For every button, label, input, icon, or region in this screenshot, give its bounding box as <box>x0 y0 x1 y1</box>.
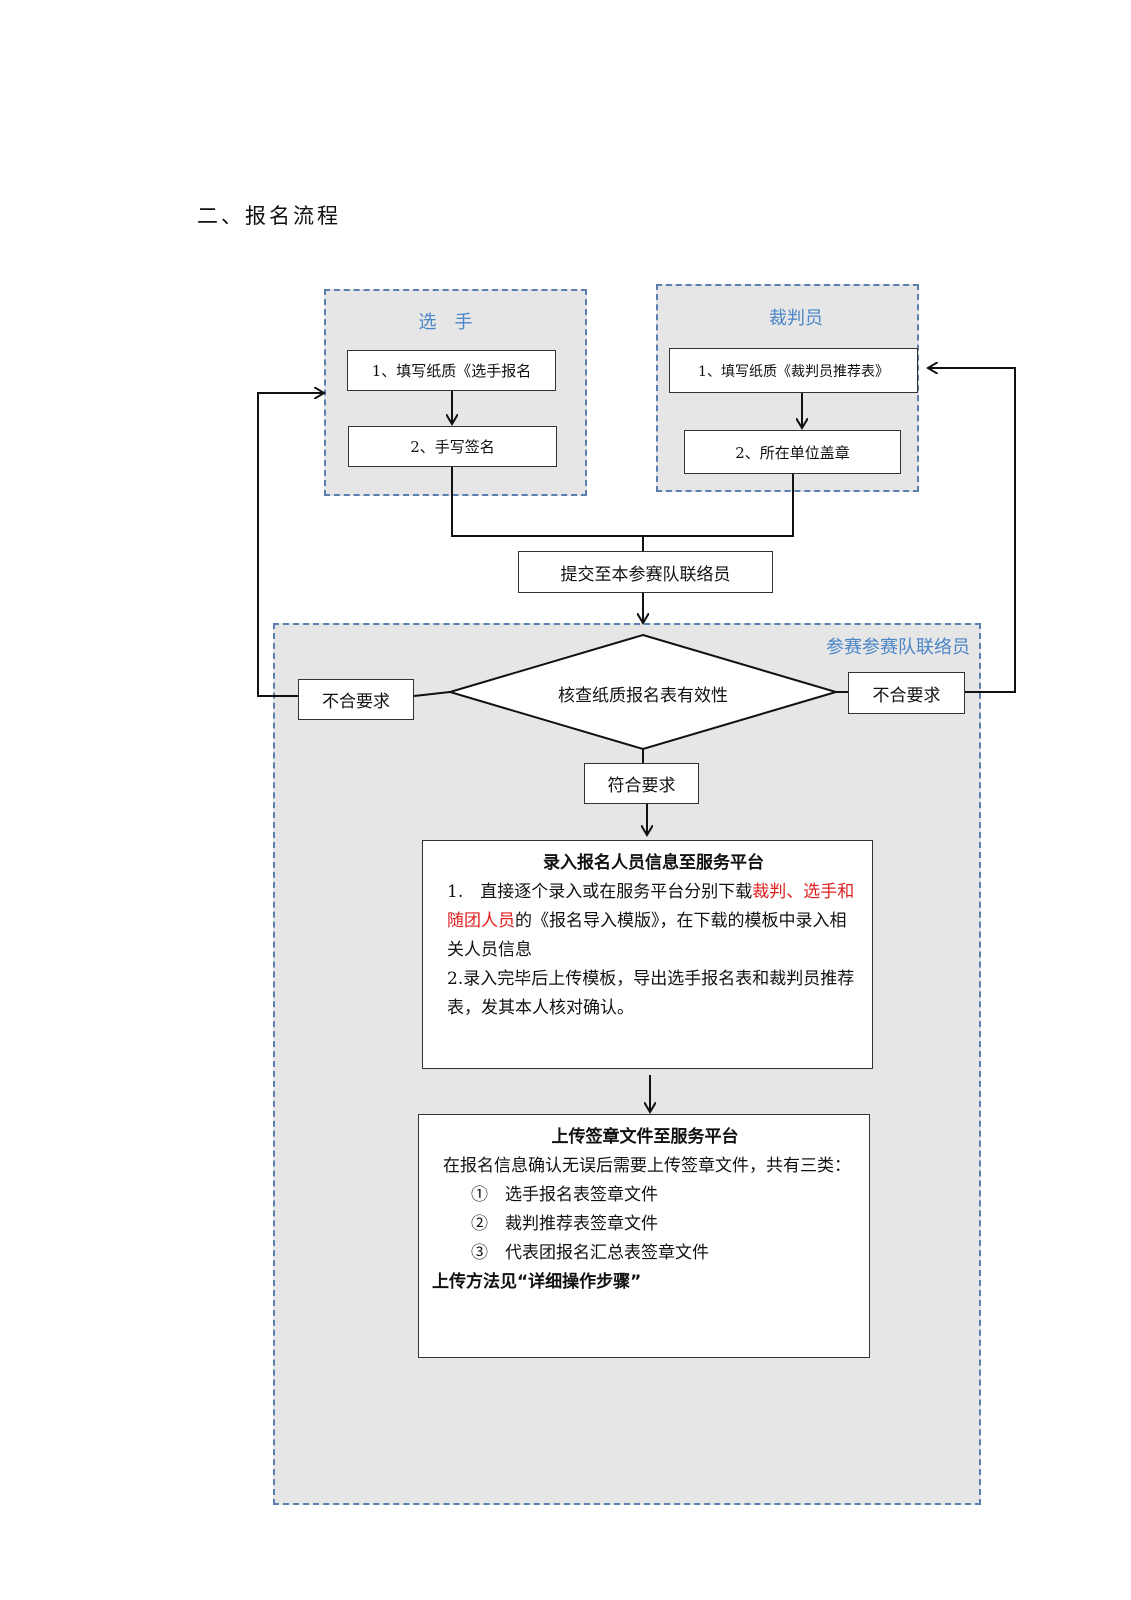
entry-card-step1: 1. 直接逐个录入或在服务平台分别下载裁判、选手和随团人员的《报名导入模版》，在… <box>447 878 860 965</box>
upload-card-footer: 上传方法见“详细操作步骤” <box>432 1272 642 1292</box>
entry-step1-text-b: 的《报名导入模版》，在下载的模板中录入相关人员信息 <box>447 911 847 960</box>
liaison-group-title: 参赛参赛队联络员 <box>826 637 970 658</box>
entry-step1-text-a: 1. 直接逐个录入或在服务平台分别下载 <box>447 882 753 902</box>
upload-card-item: ② 裁判推荐表签章文件 <box>471 1214 658 1234</box>
upload-card: 上传签章文件至服务平台 在报名信息确认无误后需要上传签章文件，共有三类： ① 选… <box>418 1114 870 1358</box>
referee-step2-box: 2、所在单位盖章 <box>684 430 901 474</box>
pass-box: 符合要求 <box>584 763 699 804</box>
entry-card: 录入报名人员信息至服务平台 1. 直接逐个录入或在服务平台分别下载裁判、选手和随… <box>422 840 873 1069</box>
player-step1-box: 1、填写纸质《选手报名 <box>347 350 556 391</box>
upload-card-title: 上传签章文件至服务平台 <box>551 1127 739 1147</box>
entry-card-step2: 2.录入完毕后上传模板，导出选手报名表和裁判员推荐表，发其本人核对确认。 <box>447 969 855 1018</box>
submit-box: 提交至本参赛队联络员 <box>518 551 773 593</box>
player-step2-box: 2、手写签名 <box>348 426 557 467</box>
entry-step1-highlight: 裁判、选手和随团人员 <box>447 882 855 931</box>
fail-right-box: 不合要求 <box>848 672 965 714</box>
upload-card-item: ① 选手报名表签章文件 <box>471 1185 658 1205</box>
check-diamond-shape <box>446 633 840 751</box>
referee-step1-box: 1、填写纸质《裁判员推荐表》 <box>669 348 918 393</box>
page-heading: 二、报名流程 <box>197 204 341 228</box>
upload-card-item: ③ 代表团报名汇总表签章文件 <box>471 1243 709 1263</box>
upload-card-intro: 在报名信息确认无误后需要上传签章文件，共有三类： <box>443 1156 851 1176</box>
referee-group-title: 裁判员 <box>769 308 823 329</box>
entry-card-title: 录入报名人员信息至服务平台 <box>543 853 764 873</box>
player-group-title: 选 手 <box>418 312 473 333</box>
fail-left-box: 不合要求 <box>298 679 414 720</box>
check-diamond-label: 核查纸质报名表有效性 <box>558 686 728 706</box>
